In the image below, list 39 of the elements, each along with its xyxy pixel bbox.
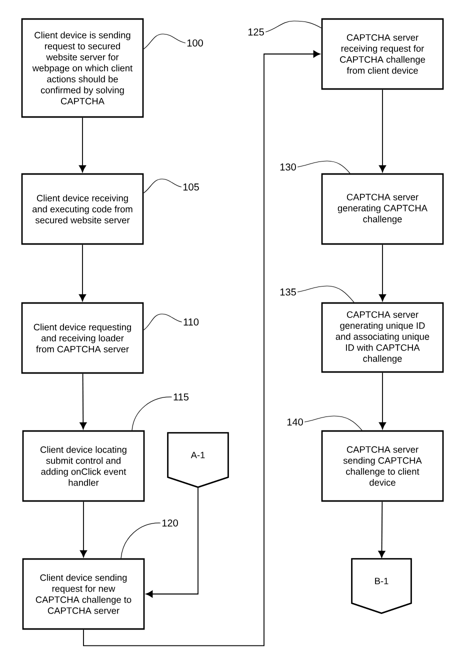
process-box: Client device locating submit control and adding onClick event handler xyxy=(22,430,145,502)
arrow xyxy=(146,590,153,598)
arrow xyxy=(83,50,320,646)
leader-line xyxy=(297,160,350,174)
process-box: CAPTCHA server receiving request for CAPTCHA challenge from client device xyxy=(321,18,444,90)
leader-line xyxy=(304,416,362,431)
callout-number: 100 xyxy=(187,39,203,47)
arrow xyxy=(378,501,386,558)
leader-line xyxy=(120,522,161,559)
process-box: Client device sending request for new CAPTCHA challenge to CAPTCHA server xyxy=(22,558,145,630)
callout-number: 125 xyxy=(248,28,264,36)
leader-line xyxy=(132,396,172,431)
callout-number: 110 xyxy=(184,318,199,326)
callout-number: 115 xyxy=(174,394,189,400)
callout-number: 105 xyxy=(183,183,199,191)
process-box: Client device receiving and executing code from secured website server xyxy=(21,173,144,245)
process-box: Client device requesting and receiving loader from CAPTCHA server xyxy=(21,302,144,374)
callout-number: 120 xyxy=(162,519,178,527)
leader-line xyxy=(143,34,186,50)
arrow xyxy=(78,244,86,302)
leader-line xyxy=(265,20,322,32)
callout-number: 140 xyxy=(287,418,303,426)
arrow xyxy=(80,373,87,430)
process-box: Client device is sending request to secured website server for webpage on which client actions should be confirmed by solving CAPTCHA xyxy=(21,18,144,118)
arrow xyxy=(80,501,88,558)
process-box: CAPTCHA server generating CAPTCHA challenge xyxy=(321,173,444,245)
arrow xyxy=(378,244,386,302)
arrow xyxy=(378,372,386,430)
callout-number: 130 xyxy=(280,163,296,171)
callout-number: 135 xyxy=(280,288,296,296)
process-box: CAPTCHA server generating unique ID and associating unique ID with CAPTCHA challenge xyxy=(321,302,444,373)
leader-line xyxy=(143,178,182,194)
off-page-connector: B-1 xyxy=(351,558,412,614)
leader-line xyxy=(143,314,182,330)
off-page-connector: A-1 xyxy=(167,432,229,488)
arrow xyxy=(78,117,86,172)
process-box: CAPTCHA server sending CAPTCHA challenge to client device xyxy=(321,430,444,502)
arrow xyxy=(378,89,386,172)
leader-line xyxy=(297,286,354,303)
